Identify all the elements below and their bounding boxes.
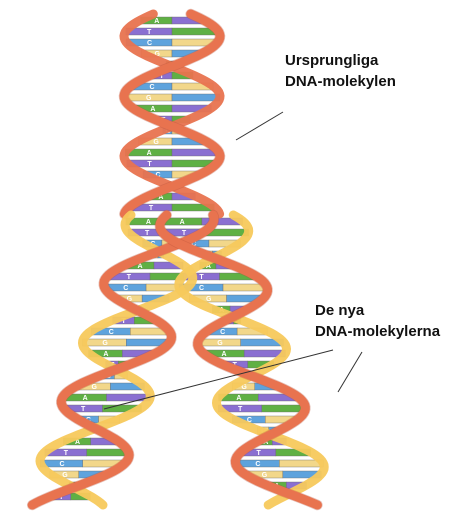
- base-letter: C: [147, 40, 152, 47]
- original-dna-label: Ursprungliga DNA-molekylen: [285, 50, 396, 92]
- base-letter: C: [220, 329, 225, 336]
- original-dna-label-line2: DNA-molekylen: [285, 71, 396, 92]
- original-leader-line: [236, 112, 283, 140]
- base-letter: G: [217, 340, 223, 347]
- base-letter: G: [91, 384, 97, 391]
- new-dna-label: De nya DNA-molekylerna: [315, 300, 440, 342]
- base-letter: A: [150, 106, 155, 113]
- base-letter: T: [127, 274, 132, 281]
- base-letter: A: [180, 219, 185, 226]
- base-letter: A: [236, 395, 241, 402]
- base-letter: T: [147, 29, 152, 36]
- base-letter: C: [149, 84, 154, 91]
- base-letter: G: [102, 340, 108, 347]
- new-dna-label-line1: De nya: [315, 300, 440, 321]
- base-letter: A: [83, 395, 88, 402]
- base-letter: A: [146, 219, 151, 226]
- base-letter: T: [256, 450, 261, 457]
- base-letter: C: [199, 285, 204, 292]
- base-letter: T: [149, 205, 154, 212]
- new-leader-line-right: [338, 352, 362, 392]
- base-letter: A: [222, 351, 227, 358]
- base-letter: A: [103, 351, 108, 358]
- base-letter: T: [199, 274, 204, 281]
- base-pair-rung: [262, 405, 306, 412]
- base-letter: C: [123, 285, 128, 292]
- base-letter: A: [154, 18, 159, 25]
- base-letter: G: [146, 95, 152, 102]
- base-letter: T: [64, 450, 69, 457]
- base-letter: T: [145, 230, 150, 237]
- base-letter: C: [109, 329, 114, 336]
- original-dna-label-line1: Ursprungliga: [285, 50, 396, 71]
- base-letter: C: [60, 461, 65, 468]
- base-letter: C: [255, 461, 260, 468]
- base-letter: T: [147, 161, 152, 168]
- base-letter: T: [238, 406, 243, 413]
- base-letter: G: [153, 139, 159, 146]
- base-pair-rung: [172, 94, 220, 101]
- base-pair-rung: [106, 394, 150, 401]
- base-letter: T: [81, 406, 86, 413]
- new-dna-label-line2: DNA-molekylerna: [315, 321, 440, 342]
- base-letter: A: [147, 150, 152, 157]
